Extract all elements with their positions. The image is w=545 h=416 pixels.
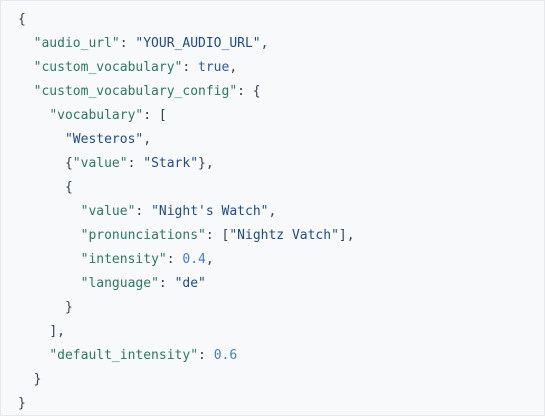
code-line-8: { bbox=[64, 180, 73, 195]
vocabulary-key: "vocabulary" bbox=[49, 108, 144, 123]
vocab-item-3-value-key: "value" bbox=[80, 204, 136, 219]
code-line-4: "custom_vocabulary_config": { bbox=[33, 84, 261, 99]
language-value: "de" bbox=[174, 276, 206, 291]
brace-open: { bbox=[18, 12, 26, 27]
vocab-item-2-value: "Stark" bbox=[143, 156, 199, 171]
intensity-key: "intensity" bbox=[80, 252, 167, 267]
code-line-16: } bbox=[33, 372, 42, 387]
code-line-1: { bbox=[18, 8, 355, 32]
custom-vocabulary-value: true bbox=[198, 60, 230, 75]
code-line-14: ], bbox=[49, 324, 65, 339]
code-line-2: "audio_url": "YOUR_AUDIO_URL", bbox=[33, 36, 269, 51]
code-line-12: "language": "de" bbox=[80, 276, 206, 291]
default-intensity-value: 0.6 bbox=[213, 348, 238, 363]
code-line-7: {"value": "Stark"}, bbox=[64, 156, 214, 171]
audio-url-key: "audio_url" bbox=[33, 36, 120, 51]
language-key: "language" bbox=[80, 276, 159, 291]
code-line-11: "intensity": 0.4, bbox=[80, 252, 214, 267]
code-line-10: "pronunciations": ["Nightz Vatch"], bbox=[80, 228, 355, 243]
vocab-item-westeros: "Westeros" bbox=[64, 132, 144, 147]
code-line-13: } bbox=[64, 300, 73, 315]
vocab-item-3-value: "Night's Watch" bbox=[151, 204, 269, 219]
audio-url-value: "YOUR_AUDIO_URL" bbox=[135, 36, 261, 51]
vocab-item-2-key: "value" bbox=[72, 156, 128, 171]
brace-close: } bbox=[18, 396, 26, 411]
pronunciations-value: "Nightz Vatch" bbox=[229, 228, 339, 243]
default-intensity-key: "default_intensity" bbox=[49, 348, 199, 363]
custom-vocabulary-key: "custom_vocabulary" bbox=[33, 60, 183, 75]
code-line-5: "vocabulary": [ bbox=[49, 108, 167, 123]
code-line-6: "Westeros", bbox=[64, 132, 152, 147]
code-line-15: "default_intensity": 0.6 bbox=[49, 348, 238, 363]
custom-vocabulary-config-key: "custom_vocabulary_config" bbox=[33, 84, 238, 99]
json-code[interactable]: { "audio_url": "YOUR_AUDIO_URL", "custom… bbox=[18, 8, 355, 415]
code-line-9: "value": "Night's Watch", bbox=[80, 204, 277, 219]
code-line-17: } bbox=[18, 392, 355, 415]
intensity-value: 0.4 bbox=[182, 252, 206, 267]
code-line-3: "custom_vocabulary": true, bbox=[33, 60, 238, 75]
pronunciations-key: "pronunciations" bbox=[80, 228, 206, 243]
